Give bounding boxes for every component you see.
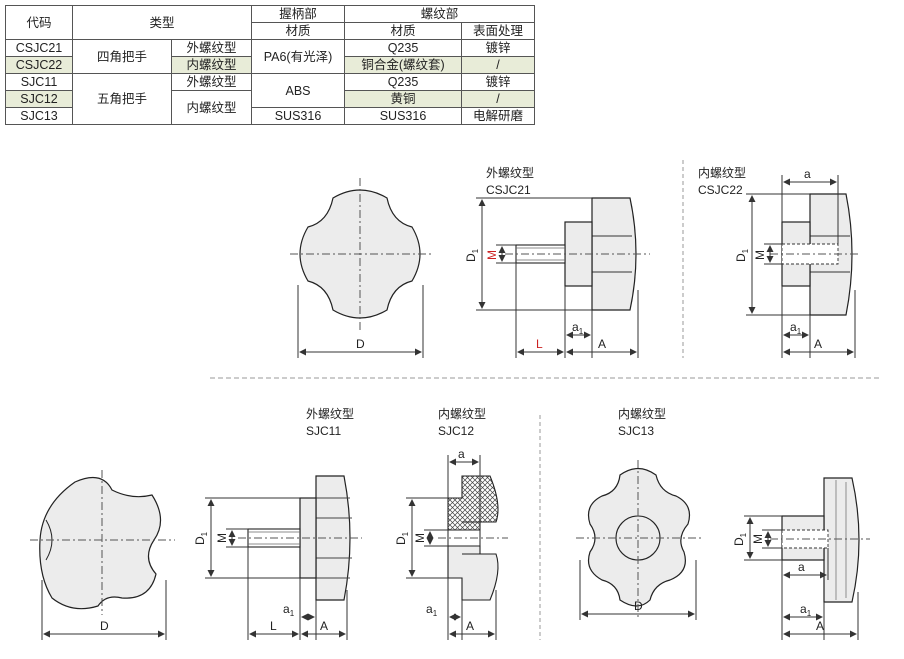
cell-surface: 镀锌 — [461, 73, 535, 91]
dimension-label: D — [356, 337, 365, 351]
drawing-code: SJC11 — [306, 424, 341, 438]
drawing-type: 内螺纹型 — [438, 407, 486, 421]
cell-thread-material: SUS316 — [344, 107, 462, 125]
dimension-label: a1 — [790, 320, 802, 336]
dimension-label: a — [804, 167, 811, 181]
drawing-type: 外螺纹型 — [486, 166, 534, 180]
subscript: 1 — [471, 248, 480, 253]
drawing-type: 内螺纹型 — [698, 166, 746, 180]
cell-mount: 内螺纹型 — [171, 56, 252, 74]
dimension-label: a — [458, 447, 465, 461]
sjc13-side-view: D1 M a a1 A — [732, 477, 870, 640]
dimension-label: M — [215, 533, 229, 543]
cell-grip-material: SUS316 — [251, 107, 345, 125]
subscript: 1 — [401, 531, 410, 536]
dimension-label: D1 — [464, 248, 480, 262]
dimension-label: D1 — [734, 248, 750, 262]
drawing-code: SJC13 — [618, 424, 654, 438]
cell-code: CSJC22 — [5, 56, 73, 74]
subscript: 1 — [200, 531, 209, 536]
cell-thread-material: Q235 — [344, 39, 462, 57]
drawing-code: SJC12 — [438, 424, 474, 438]
dimension-label: A — [814, 337, 822, 351]
cell-code: CSJC21 — [5, 39, 73, 57]
subscript: 1 — [433, 609, 438, 618]
dimension-label: A — [466, 619, 474, 633]
dimension-label: a1 — [283, 602, 295, 618]
sjc13-front-view: 内螺纹型 SJC13 D — [576, 407, 702, 620]
sjc11-side-view: 外螺纹型 SJC11 D1 M a1 L A — [193, 407, 362, 640]
csjc22-side-view: 内螺纹型 CSJC22 D1 M a a1 A — [698, 166, 860, 358]
dimension-label: A — [598, 337, 606, 351]
cell-thread-material: 黄铜 — [344, 90, 462, 108]
subscript: 1 — [807, 609, 812, 618]
header-code: 代码 — [5, 5, 73, 40]
cell-thread-material: 铜合金(螺纹套) — [344, 56, 462, 74]
dimension-label: D1 — [732, 532, 748, 546]
subscript: 1 — [290, 609, 295, 618]
dimension-label: A — [320, 619, 328, 633]
dimension-label: D — [100, 619, 109, 633]
spec-table: 代码 类型 握柄部 螺纹部 材质 材质 表面处理 CSJC21 四角把手 外螺纹… — [5, 5, 535, 125]
subscript: 1 — [741, 248, 750, 253]
cell-code: SJC13 — [5, 107, 73, 125]
cell-grip-material: PA6(有光泽) — [251, 39, 345, 74]
sjc12-side-view: 内螺纹型 SJC12 D1 M a a1 A — [394, 407, 508, 640]
four-lobe-knob-front-view: D — [290, 178, 432, 358]
dimension-label: a1 — [426, 602, 438, 618]
cell-grip-material: ABS — [251, 73, 345, 108]
cell-mount: 内螺纹型 — [171, 90, 252, 125]
dimension-label-l: L — [536, 337, 543, 351]
subscript: 1 — [739, 532, 748, 537]
cell-surface: 电解研磨 — [461, 107, 535, 125]
dimension-label: L — [270, 619, 277, 633]
subscript: 1 — [797, 327, 802, 336]
dimension-label: a1 — [800, 602, 812, 618]
drawing-code: CSJC22 — [698, 183, 743, 197]
dimension-label-m: M — [485, 250, 499, 260]
dimension-label: M — [413, 533, 427, 543]
csjc21-side-view: 外螺纹型 CSJC21 D1 M a1 L A — [464, 166, 650, 358]
cell-type: 五角把手 — [72, 73, 172, 125]
drawing-code: CSJC21 — [486, 183, 531, 197]
dimension-label: D — [634, 599, 643, 613]
header-surface: 表面处理 — [461, 22, 535, 40]
cell-surface: 镀锌 — [461, 39, 535, 57]
dimension-label: a1 — [572, 320, 584, 336]
header-type: 类型 — [72, 5, 252, 40]
drawing-type: 外螺纹型 — [306, 407, 354, 421]
dimension-label: D1 — [193, 531, 209, 545]
subscript: 1 — [579, 327, 584, 336]
dimension-label: A — [816, 619, 824, 633]
drawing-type: 内螺纹型 — [618, 407, 666, 421]
dimension-label: M — [753, 250, 767, 260]
dimension-label: D1 — [394, 531, 410, 545]
five-lobe-knob-front-view: D — [30, 470, 175, 640]
dimension-label: M — [751, 534, 765, 544]
dimension-label: a — [798, 560, 805, 574]
